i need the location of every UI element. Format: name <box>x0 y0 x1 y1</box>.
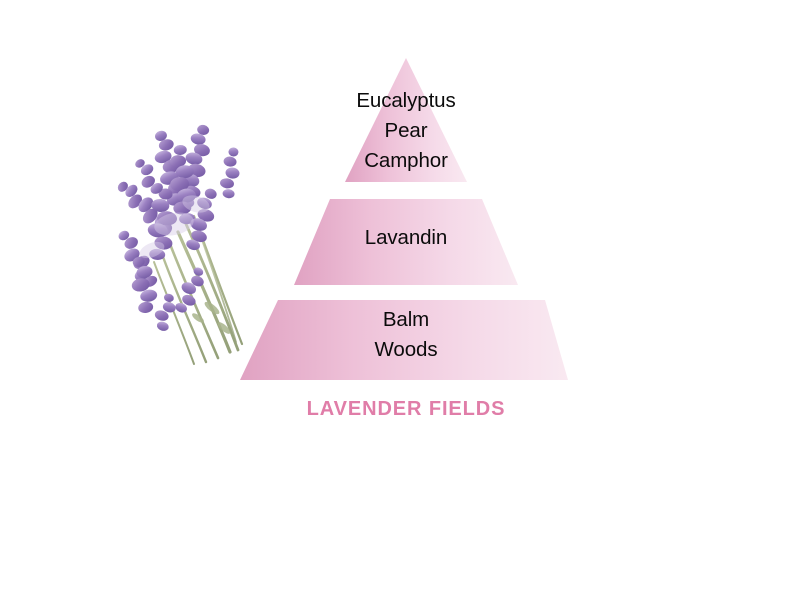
bouquet-leaves <box>192 301 231 334</box>
bouquet-flower-spikes <box>117 124 240 331</box>
fragrance-name-caption: LAVENDER FIELDS <box>306 398 506 420</box>
pyramid-tier-middle-shape <box>294 199 518 285</box>
pyramid-tier-bottom-shape <box>240 300 568 380</box>
pyramid-tier-top-shape <box>345 58 467 182</box>
bouquet-highlights <box>139 195 210 259</box>
lavender-bouquet-illustration <box>108 112 258 367</box>
fragrance-pyramid: Eucalyptus Pear Camphor Lavandin Balm Wo… <box>228 50 584 390</box>
